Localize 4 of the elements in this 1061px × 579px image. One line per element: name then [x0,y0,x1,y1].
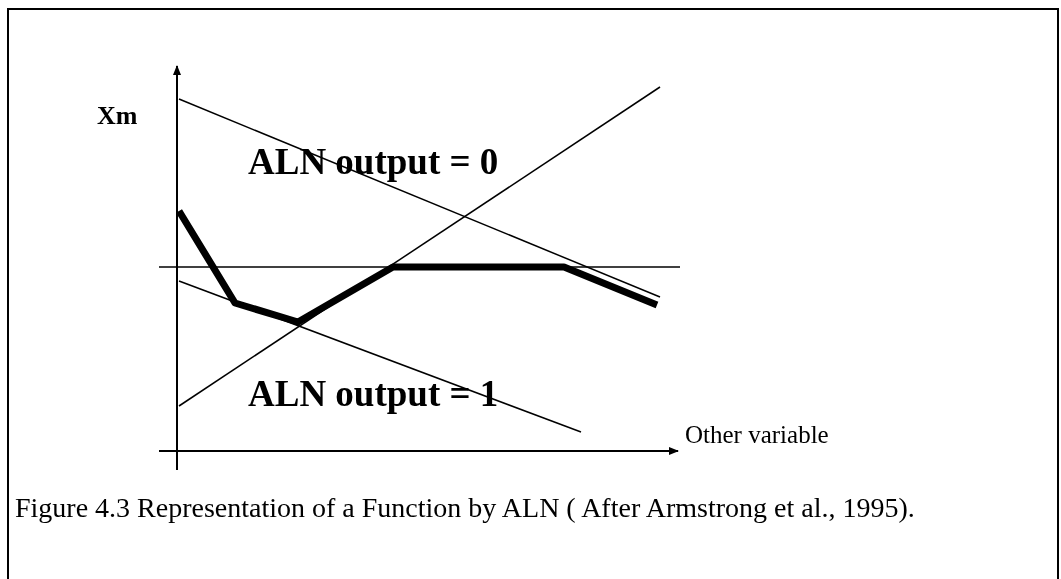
region-label: ALN output = 0 [248,143,499,180]
axis-label: Other variable [685,422,829,447]
figure-caption: Figure 4.3 Representation of a Function by ALN ( After Armstrong et al., 1995). [15,494,915,522]
axis-label: Xm [97,103,138,129]
